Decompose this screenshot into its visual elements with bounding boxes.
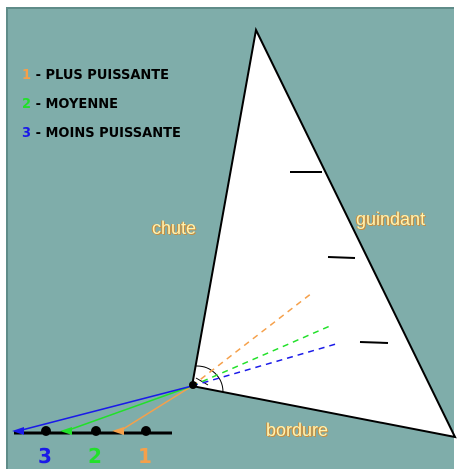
position-1: 1 (138, 444, 152, 468)
position-2: 2 (88, 444, 102, 468)
car-3 (41, 426, 51, 436)
car-1 (141, 426, 151, 436)
legend-number-1: 1 (22, 68, 32, 83)
legend-text-3: - MOINS PUISSANTE (31, 126, 181, 141)
sheet-line-1 (119, 385, 193, 432)
dashed-line-1 (191, 292, 313, 387)
arrow-1 (112, 427, 124, 435)
legend-text-2: - MOYENNE (31, 97, 118, 112)
angle-arc (195, 365, 224, 393)
batten-3 (359, 341, 389, 344)
legend-item-2: 2 - MOYENNE (22, 97, 118, 112)
sail (190, 26, 457, 439)
legend-number-2: 2 (22, 97, 32, 112)
legend-text-1: - PLUS PUISSANTE (31, 68, 170, 83)
label-chute: chute (152, 218, 197, 238)
clew-point (189, 381, 197, 389)
sheet-line-3 (17, 385, 193, 432)
arrow-2 (60, 427, 72, 435)
dashed-line-2 (191, 325, 331, 387)
legend-item-3: 3 - MOINS PUISSANTE (22, 126, 181, 141)
label-guindant: guindant (356, 209, 426, 229)
position-3: 3 (38, 444, 52, 468)
legend-item-1: 1 - PLUS PUISSANTE (22, 68, 169, 83)
sheet-line-2 (65, 385, 193, 432)
arrow-3 (12, 427, 24, 435)
car-2 (91, 426, 101, 436)
legend-number-3: 3 (22, 126, 32, 141)
dashed-line-3 (191, 343, 337, 387)
batten-2 (327, 256, 356, 259)
label-bordure: bordure (266, 420, 329, 440)
angle-tick (195, 377, 209, 386)
